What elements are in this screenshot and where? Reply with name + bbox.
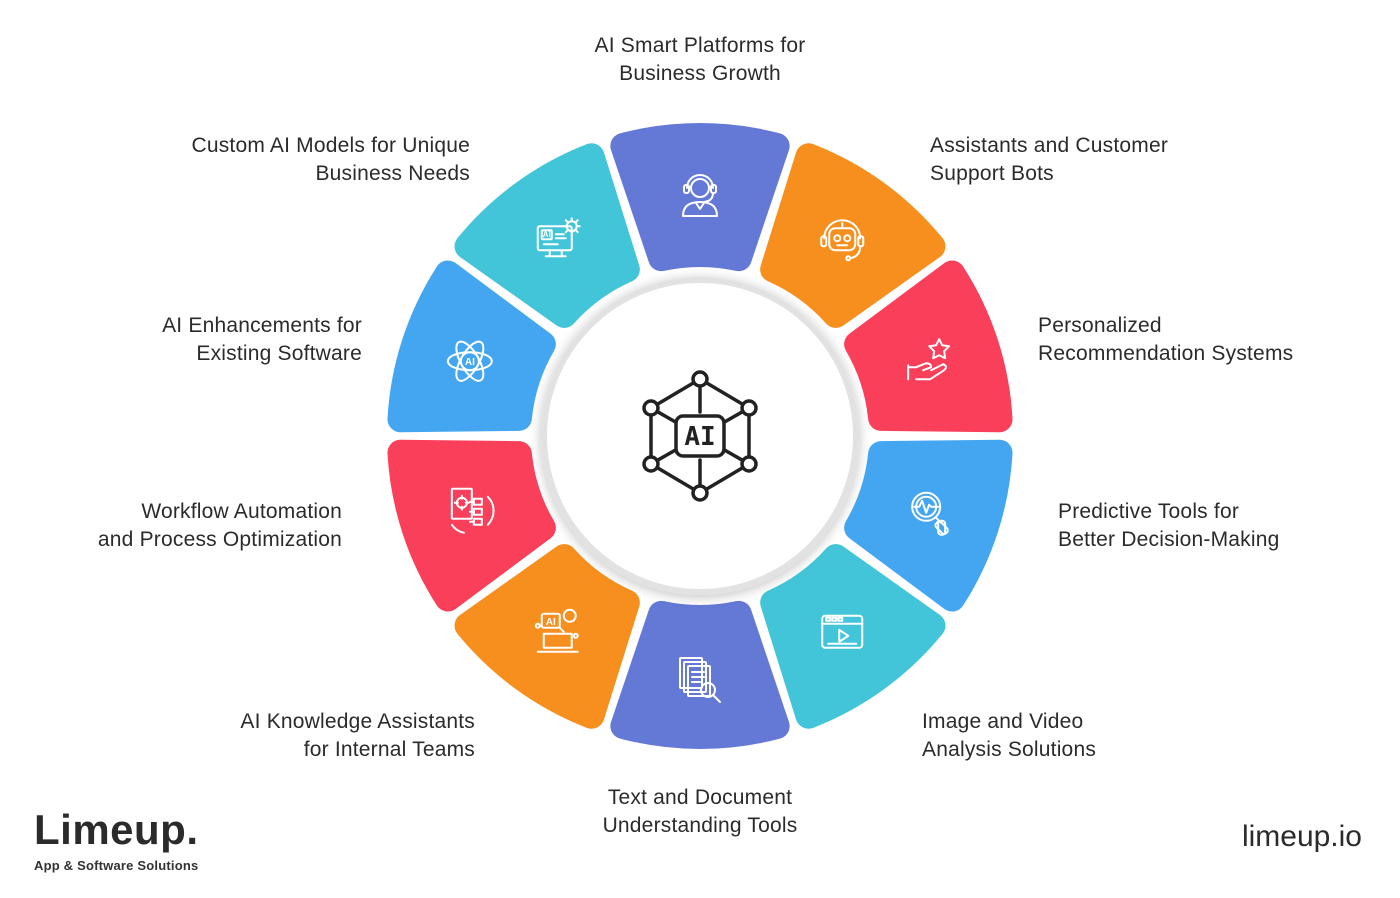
svg-text:AI: AI	[543, 230, 551, 239]
ai-network-icon: AI	[642, 370, 758, 502]
hand-star-icon	[907, 338, 951, 381]
segment-ai-enhancements	[387, 260, 556, 433]
svg-text:AI: AI	[684, 422, 715, 452]
ai-monitor-gear-icon: AI	[536, 217, 581, 258]
svg-text:AI: AI	[465, 357, 475, 368]
brand-name: Limeup.	[34, 806, 199, 853]
brand-logo: Limeup. App & Software Solutions	[34, 806, 199, 873]
document-search-icon	[679, 657, 721, 703]
segment-text-document-tools	[610, 600, 790, 749]
segment-workflow-automation	[387, 439, 556, 612]
ai-atom-icon: AI	[446, 340, 493, 382]
workflow-gear-icon	[450, 487, 495, 534]
brand-tagline: App & Software Solutions	[34, 858, 199, 873]
website-link[interactable]: limeup.io	[1241, 820, 1362, 853]
headset-agent-icon	[682, 174, 718, 217]
ai-chat-laptop-icon: AI	[534, 608, 579, 653]
segment-image-video-analysis	[760, 544, 946, 729]
segment-assistants-support-bots	[760, 143, 946, 328]
robot-headset-icon	[820, 219, 865, 262]
svg-text:AI: AI	[546, 617, 556, 628]
segment-custom-ai-models	[454, 143, 640, 328]
segment-predictive-tools	[844, 439, 1013, 612]
segment-ai-knowledge-assistants	[454, 544, 640, 729]
magnifier-pulse-icon	[911, 491, 949, 536]
video-player-icon	[821, 614, 864, 649]
